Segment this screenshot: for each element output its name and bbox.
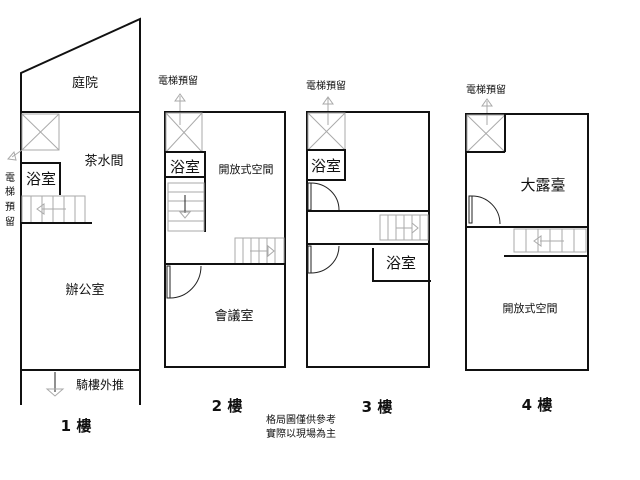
arrow-up-icon xyxy=(174,93,186,102)
floor-3-plan: 電梯預留 浴室 浴室 3 樓 xyxy=(306,79,431,416)
staircase xyxy=(379,214,429,241)
room-label: 騎樓外推 xyxy=(76,377,124,392)
staircase xyxy=(513,228,587,253)
elevator-note: 預 xyxy=(5,201,15,213)
elevator-note: 梯 xyxy=(5,185,15,198)
room-label: 庭院 xyxy=(72,75,98,91)
room-label: 浴室 xyxy=(170,158,200,176)
arrow-down-icon xyxy=(45,388,65,397)
disclaimer-line: 實際以現場為主 xyxy=(266,427,336,440)
arrow-up-icon xyxy=(481,98,493,107)
arrow-left-icon xyxy=(7,150,17,161)
floor-label: 3 樓 xyxy=(362,398,393,416)
room-label: 開放式空間 xyxy=(503,301,558,315)
arrow-up-icon xyxy=(322,96,334,105)
disclaimer-line: 格局圖僅供參考 xyxy=(266,413,336,426)
room-label: 浴室 xyxy=(386,254,416,272)
room-label: 浴室 xyxy=(311,157,341,175)
floor-label: 1 樓 xyxy=(61,417,92,435)
room-label: 開放式空間 xyxy=(219,162,274,176)
elevator-shaft xyxy=(7,113,60,161)
room-label: 大露臺 xyxy=(520,176,565,194)
elevator-note: 電梯預留 xyxy=(466,83,506,96)
room-label: 辦公室 xyxy=(65,282,104,298)
elevator-note: 留 xyxy=(5,215,15,228)
floor-1-plan: 庭院 茶水間 浴室 辦公室 騎樓外推 電 梯 預 留 1 樓 xyxy=(5,17,141,435)
staircase xyxy=(167,182,285,265)
floor-4-plan: 電梯預留 大露臺 開放式空間 4 樓 xyxy=(465,83,589,414)
room-label: 浴室 xyxy=(26,170,56,188)
staircase xyxy=(21,195,86,224)
room-label: 茶水間 xyxy=(84,153,123,169)
elevator-note: 電梯預留 xyxy=(306,79,346,92)
floor-2-plan: 電梯預留 浴室 開放式空間 會議室 2 樓 xyxy=(158,74,286,415)
floor-label: 2 樓 xyxy=(212,397,243,415)
floor-label: 4 樓 xyxy=(522,396,553,414)
elevator-note: 電梯預留 xyxy=(158,74,198,87)
elevator-note: 電 xyxy=(5,172,15,184)
room-label: 會議室 xyxy=(214,308,253,324)
